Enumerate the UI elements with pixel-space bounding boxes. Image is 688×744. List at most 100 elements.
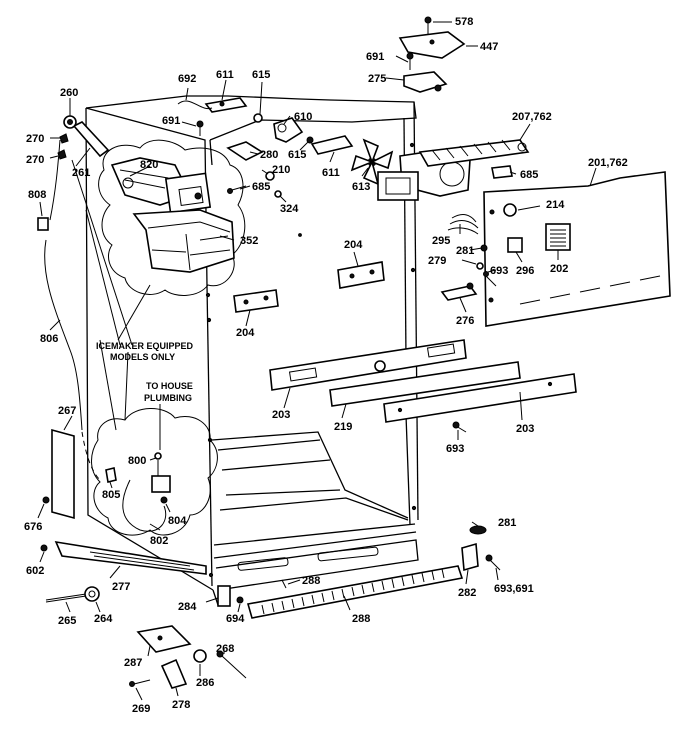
- label-693-mullion: 693: [446, 443, 464, 455]
- label-261: 261: [72, 167, 90, 179]
- screw-694[interactable]: [236, 596, 244, 604]
- label-693-panel: 693: [490, 265, 508, 277]
- screw-578[interactable]: [424, 16, 432, 34]
- label-352: 352: [240, 235, 258, 247]
- hinge-284[interactable]: [217, 585, 231, 607]
- icemaker-820[interactable]: [110, 157, 212, 214]
- light-switch-296[interactable]: [507, 237, 523, 253]
- label-694: 694: [226, 613, 245, 625]
- label-270-upper: 270: [26, 133, 44, 145]
- water-line-806[interactable]: [44, 239, 83, 431]
- screw-288-small[interactable]: [281, 579, 287, 589]
- plumbing-note: TO HOUSE PLUMBING: [144, 381, 193, 450]
- label-279: 279: [428, 255, 446, 267]
- label-676: 676: [24, 521, 42, 533]
- screw-691-upper[interactable]: [406, 52, 414, 70]
- label-692: 692: [178, 73, 196, 85]
- screw-691-top[interactable]: [196, 120, 204, 136]
- screw-693-mullion[interactable]: [452, 421, 467, 433]
- thermostat-610[interactable]: [273, 117, 304, 143]
- leveling-leg-265[interactable]: [45, 593, 87, 603]
- roller-264[interactable]: [84, 586, 100, 602]
- clamp-804[interactable]: [160, 496, 168, 504]
- icemaker-area-outline: [98, 139, 246, 296]
- screw-676[interactable]: [42, 496, 50, 504]
- knob-214[interactable]: [503, 203, 517, 217]
- label-611-lower: 611: [322, 167, 340, 179]
- plumbing-area-outline: [91, 408, 218, 536]
- control-panel-201[interactable]: [483, 171, 671, 327]
- fan-blade-613[interactable]: [350, 138, 394, 186]
- label-693-691: 693,691: [494, 583, 534, 595]
- lamp-279[interactable]: [476, 262, 484, 270]
- hinge-282[interactable]: [461, 542, 479, 572]
- clip-324[interactable]: [274, 190, 282, 198]
- ice-bucket-352[interactable]: [132, 209, 235, 273]
- toe-plate-277[interactable]: [54, 540, 207, 575]
- tube-802[interactable]: [122, 479, 167, 532]
- label-276: 276: [456, 315, 474, 327]
- label-207-762: 207,762: [512, 111, 552, 123]
- capillary-692[interactable]: [177, 100, 213, 110]
- panel-267[interactable]: [51, 428, 75, 520]
- icemaker-note-line1: ICEMAKER EQUIPPED: [96, 341, 194, 351]
- screw-602[interactable]: [40, 544, 48, 552]
- label-219: 219: [334, 421, 352, 433]
- clip-270-upper[interactable]: [59, 133, 69, 144]
- label-269: 269: [132, 703, 150, 715]
- grille-288[interactable]: [246, 565, 464, 619]
- icemaker-note-line2: MODELS ONLY: [110, 352, 175, 362]
- label-278: 278: [172, 699, 190, 711]
- water-valve-800[interactable]: [151, 452, 171, 493]
- clip-270-lower[interactable]: [57, 149, 67, 160]
- pin-269[interactable]: [129, 679, 151, 687]
- fitting-805[interactable]: [105, 467, 117, 483]
- plumbing-note-line2: PLUMBING: [144, 393, 192, 403]
- mullion-203-left[interactable]: [269, 339, 467, 391]
- sensor-615-upper[interactable]: [253, 113, 263, 123]
- bracket-278[interactable]: [160, 658, 188, 689]
- control-611-upper[interactable]: [204, 97, 248, 113]
- label-281-upper: 281: [456, 245, 474, 257]
- roller-286[interactable]: [193, 649, 207, 663]
- label-806: 806: [40, 333, 58, 345]
- label-685-left: 685: [252, 181, 270, 193]
- label-578: 578: [455, 16, 473, 28]
- control-611-lower[interactable]: [310, 135, 354, 155]
- evaporator-duct-207[interactable]: [418, 139, 530, 167]
- light-shield-202[interactable]: [545, 223, 571, 251]
- divider-219[interactable]: [329, 361, 521, 407]
- screw-693-691-lower[interactable]: [485, 554, 501, 571]
- wire-harness-295[interactable]: [447, 214, 479, 235]
- hinge-plate-287[interactable]: [136, 625, 192, 653]
- label-802: 802: [150, 535, 168, 547]
- bushing-281-lower[interactable]: [469, 525, 487, 535]
- label-820: 820: [140, 159, 158, 171]
- shelf-support-204-left[interactable]: [233, 289, 279, 313]
- mullion-203-right[interactable]: [383, 373, 577, 423]
- cover-447[interactable]: [398, 31, 466, 59]
- label-204-left: 204: [236, 327, 255, 339]
- shelf-bracket-280[interactable]: [226, 141, 264, 161]
- label-804: 804: [168, 515, 187, 527]
- label-685-right: 685: [520, 169, 538, 181]
- screw-693-panel[interactable]: [483, 271, 497, 287]
- screw-685-left[interactable]: [227, 185, 247, 194]
- label-288-grille: 288: [352, 613, 370, 625]
- fitting-808[interactable]: [37, 217, 49, 231]
- bracket-276[interactable]: [440, 282, 478, 301]
- label-281-lower: 281: [498, 517, 516, 529]
- bolt-268[interactable]: [216, 650, 247, 679]
- label-201-762: 201,762: [588, 157, 628, 169]
- label-324: 324: [280, 203, 299, 215]
- fill-tube-261[interactable]: [63, 115, 110, 158]
- part-number-labels: 578 447 691 275 207,762 260 692 611 615 …: [24, 16, 628, 715]
- sensor-615-lower[interactable]: [306, 136, 314, 144]
- bracket-275[interactable]: [403, 71, 448, 93]
- screw-685-right[interactable]: [491, 165, 513, 179]
- label-264: 264: [94, 613, 113, 625]
- label-203-right: 203: [516, 423, 534, 435]
- shelf-support-204-right[interactable]: [337, 261, 385, 289]
- label-260: 260: [60, 87, 78, 99]
